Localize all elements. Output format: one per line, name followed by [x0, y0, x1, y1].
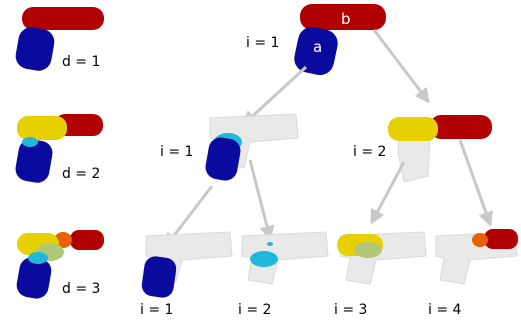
slide-rear-part	[430, 115, 492, 139]
root-node-model	[294, 4, 386, 76]
slide-rear-part	[484, 229, 518, 249]
depth-1-model	[15, 7, 104, 71]
arrow-i2-to-leaf3	[370, 161, 406, 225]
level2-index-2: i = 2	[353, 144, 386, 160]
pin-part	[267, 242, 273, 246]
leaf-2-model	[241, 231, 329, 285]
slide-rear-part	[70, 230, 104, 250]
part-a-shape	[294, 26, 338, 76]
depth-1-label: d = 1	[62, 54, 100, 70]
trigger-part	[22, 137, 38, 147]
grip-part	[141, 256, 177, 298]
slide-front-part	[388, 117, 438, 141]
trigger-part	[250, 251, 278, 267]
leaf-4-model	[435, 229, 518, 285]
depth-2-model	[15, 114, 103, 183]
level2-index-1: i = 1	[160, 144, 193, 160]
leaf-3-model	[337, 231, 427, 285]
part-b-label: b	[341, 10, 351, 28]
leaf-1-model	[141, 231, 233, 298]
hammer-part	[472, 233, 488, 247]
level2-node-1-model	[205, 113, 299, 181]
frame-part	[354, 242, 382, 258]
depth-3-model	[16, 230, 104, 299]
arrow-i1-to-leaf2	[248, 159, 275, 241]
trigger-part	[28, 252, 48, 264]
depth-2-label: d = 2	[62, 166, 100, 182]
part-b-shape	[300, 4, 386, 30]
part-a-label: a	[313, 38, 322, 56]
slide-part	[22, 7, 104, 30]
leaf-index-2: i = 2	[238, 302, 271, 318]
grip-part	[15, 27, 55, 71]
arrow-root-to-i1	[241, 65, 308, 127]
grip-part	[16, 257, 52, 299]
level2-node-2-model	[388, 115, 492, 183]
arrow-i2-to-leaf4	[458, 139, 494, 227]
leaf-index-4: i = 4	[428, 302, 462, 318]
leaf-index-1: i = 1	[140, 302, 173, 318]
gun-body-shape	[241, 231, 329, 285]
grip-part	[15, 139, 53, 183]
grip-part	[205, 137, 241, 181]
root-index-label: i = 1	[246, 35, 279, 51]
arrow-root-to-i2	[372, 29, 430, 104]
slide-rear-part	[55, 114, 103, 136]
depth-3-label: d = 3	[62, 281, 100, 297]
slide-front-part	[17, 116, 67, 140]
leaf-index-3: i = 3	[334, 302, 367, 318]
